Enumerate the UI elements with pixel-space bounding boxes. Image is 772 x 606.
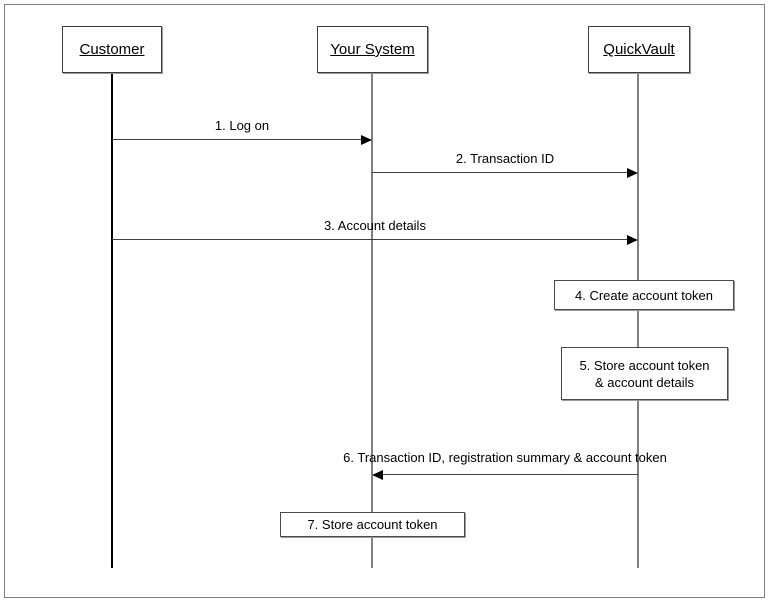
message-6-arrowhead-icon <box>372 470 383 480</box>
message-2-arrowhead-icon <box>627 168 638 178</box>
lifeline-your-system <box>371 72 373 568</box>
message-1-label: 1. Log on <box>214 118 270 133</box>
action-5-label-line2: & account details <box>594 374 694 390</box>
actor-label-customer: Customer <box>79 41 145 58</box>
action-box-store-account-token-details: 5. Store account token & account details <box>561 347 728 400</box>
message-2-label: 2. Transaction ID <box>455 151 555 166</box>
message-2-line <box>372 172 630 173</box>
action-box-store-account-token: 7. Store account token <box>280 512 465 537</box>
actor-label-quickvault: QuickVault <box>603 41 675 58</box>
message-6-label: 6. Transaction ID, registration summary … <box>343 450 667 465</box>
action-5-label-line1: 5. Store account token <box>579 357 710 373</box>
message-3-line <box>112 239 630 240</box>
lifeline-customer <box>111 72 113 568</box>
actor-box-customer: Customer <box>62 26 162 73</box>
actor-box-quickvault: QuickVault <box>588 26 690 73</box>
actor-label-your-system: Your System <box>330 41 415 58</box>
message-3-label: 3. Account details <box>324 218 426 233</box>
message-1-line <box>112 139 364 140</box>
message-3-arrowhead-icon <box>627 235 638 245</box>
actor-box-your-system: Your System <box>317 26 428 73</box>
action-4-label: 4. Create account token <box>574 287 714 303</box>
action-7-label: 7. Store account token <box>307 517 438 532</box>
message-6-line <box>380 474 638 475</box>
message-1-arrowhead-icon <box>361 135 372 145</box>
lifeline-quickvault <box>637 72 639 568</box>
action-box-create-account-token: 4. Create account token <box>554 280 734 310</box>
